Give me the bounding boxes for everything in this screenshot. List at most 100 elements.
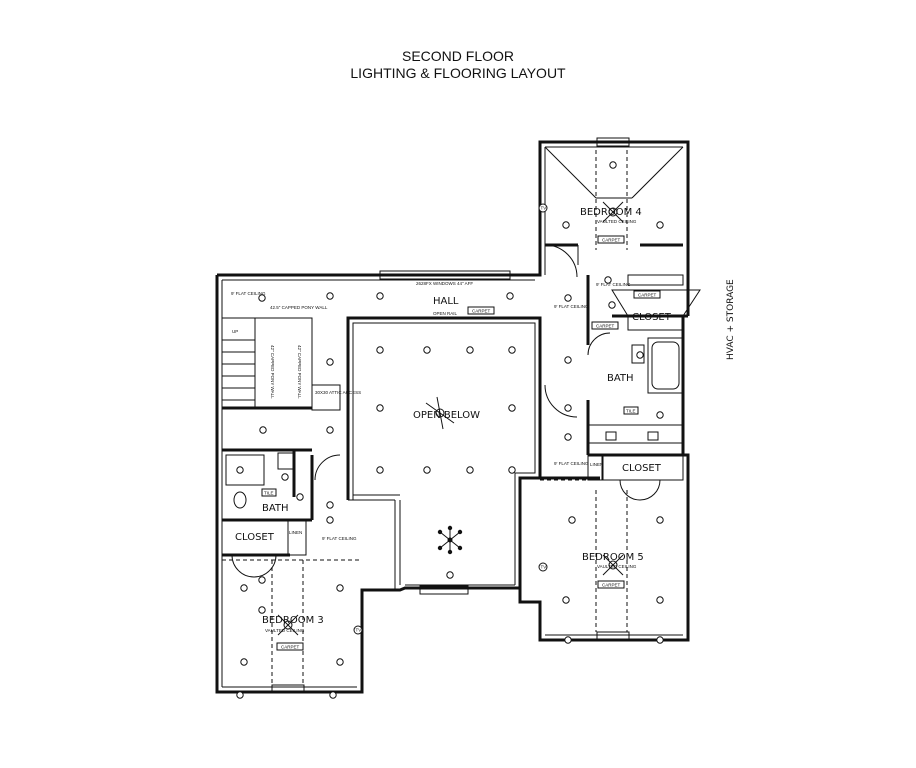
recessed-light	[564, 433, 572, 441]
label-closet-right-top: CLOSET	[632, 312, 672, 323]
side-label-hvac: HVAC + STORAGE	[726, 279, 736, 360]
recessed-light	[466, 346, 474, 354]
tile-tag-left-bath: TILE	[264, 491, 274, 496]
note-up: UP	[232, 329, 238, 334]
tv-label-bed5: TV	[541, 565, 547, 570]
recessed-light	[376, 346, 384, 354]
recessed-light	[562, 596, 570, 604]
bedroom5-walls	[540, 454, 684, 632]
carpet-tag-bath-entry: CARPET	[596, 324, 615, 329]
recessed-light	[258, 576, 266, 584]
recessed-light	[609, 161, 617, 169]
recessed-light	[376, 466, 384, 474]
recessed-light	[336, 658, 344, 666]
recessed-light	[376, 404, 384, 412]
note-flat-ceiling-right: 9' FLAT CEILING	[554, 461, 589, 466]
carpet-tag-hall: CARPET	[472, 309, 491, 314]
title-block: SECOND FLOOR LIGHTING & FLOORING LAYOUT	[0, 48, 916, 82]
carpet-tags: CARPET CARPET CARPET CARPET CARPET CARPE…	[261, 235, 661, 651]
open-below-area	[346, 316, 542, 590]
note-capped-wall-2: 42" CAPPED PONY WALL	[297, 345, 302, 399]
note-flat-ceiling-closet: 9' FLAT CEILING	[596, 282, 631, 287]
carpet-tag-closet-top: CARPET	[638, 293, 657, 298]
recessed-light	[423, 346, 431, 354]
note-linen-right: LINEN	[590, 462, 603, 467]
chandelier	[437, 525, 463, 555]
recessed-light	[508, 466, 516, 474]
recessed-light	[258, 606, 266, 614]
carpet-tag-bed3: CARPET	[281, 645, 300, 650]
note-pony-wall: 42.5" CAPPED PONY WALL	[270, 305, 328, 310]
carpet-tag-bed5: CARPET	[602, 583, 621, 588]
label-bedroom3: BEDROOM 3	[262, 615, 324, 626]
label-bedroom5-vaulted: VAULTED CEILING	[597, 564, 637, 569]
recessed-light	[376, 292, 384, 300]
note-flat-ceiling-bed3: 9' FLAT CEILING	[322, 536, 357, 541]
recessed-light	[236, 691, 244, 699]
note-flat-ceiling-left: 9' FLAT CEILING	[231, 291, 266, 296]
recessed-light	[326, 358, 334, 366]
title-line-1: SECOND FLOOR	[401, 48, 514, 64]
note-open-rail: OPEN RAIL	[433, 311, 458, 316]
recessed-light	[281, 473, 289, 481]
label-open-below: OPEN BELOW	[413, 410, 480, 421]
note-flat-ceiling-hall: 9' FLAT CEILING	[554, 304, 589, 309]
recessed-light	[326, 426, 334, 434]
recessed-light	[329, 691, 337, 699]
recessed-light	[296, 493, 304, 501]
recessed-light	[656, 596, 664, 604]
title-line-2: LIGHTING & FLOORING LAYOUT	[350, 65, 566, 81]
recessed-light	[568, 516, 576, 524]
windows	[271, 137, 630, 694]
recessed-light	[656, 411, 664, 419]
door-swings	[231, 244, 661, 578]
ceiling-fan-bedroom5	[602, 554, 624, 576]
recessed-light	[564, 636, 572, 644]
label-bath-left: BATH	[262, 503, 289, 514]
recessed-light	[562, 221, 570, 229]
note-capped-wall-1: 42" CAPPED PONY WALL	[270, 345, 275, 399]
tv-markers: TV TV TV	[353, 203, 548, 635]
carpet-tag-bed4: CARPET	[602, 238, 621, 243]
recessed-light	[564, 356, 572, 364]
tile-tag-right-bath: TILE	[626, 409, 636, 414]
label-hall: HALL	[433, 296, 459, 307]
label-bedroom3-vaulted: VAULTED CEILING	[265, 628, 305, 633]
note-linen-left: LINEN	[289, 530, 302, 535]
recessed-light	[508, 346, 516, 354]
ceiling-fan-bedroom4	[602, 201, 624, 223]
recessed-light	[259, 426, 267, 434]
label-bath-right: BATH	[607, 373, 634, 384]
recessed-light	[258, 294, 266, 302]
recessed-light	[326, 501, 334, 509]
label-closet-left: CLOSET	[235, 532, 275, 543]
recessed-light	[326, 292, 334, 300]
label-closet-right-mid: CLOSET	[622, 463, 662, 474]
label-bedroom4-vaulted: VAULTED CEILING	[597, 219, 637, 224]
left-wing	[221, 317, 362, 685]
recessed-light	[608, 301, 616, 309]
recessed-light	[656, 636, 664, 644]
label-bedroom4: BEDROOM 4	[580, 207, 642, 218]
recessed-light	[604, 276, 612, 284]
recessed-light	[423, 466, 431, 474]
recessed-light	[236, 466, 244, 474]
recessed-light	[564, 294, 572, 302]
recessed-light	[240, 658, 248, 666]
recessed-light	[326, 516, 334, 524]
tv-label-bed4: TV	[541, 206, 547, 211]
note-attic: 30X30 ATTIC ACCESS	[315, 390, 361, 395]
recessed-light	[466, 466, 474, 474]
ceiling-fan-open-below	[425, 396, 455, 430]
label-bedroom5: BEDROOM 5	[582, 552, 644, 563]
recessed-light	[508, 404, 516, 412]
lights-layer	[236, 161, 664, 699]
recessed-light	[656, 221, 664, 229]
right-bath-walls	[586, 274, 701, 481]
note-windows: 2628FX WINDOWS 44" AFF	[416, 281, 473, 286]
recessed-light	[564, 404, 572, 412]
bedroom4-vault	[544, 146, 684, 265]
recessed-light	[240, 584, 248, 592]
tv-label-bed3: TV	[356, 628, 362, 633]
